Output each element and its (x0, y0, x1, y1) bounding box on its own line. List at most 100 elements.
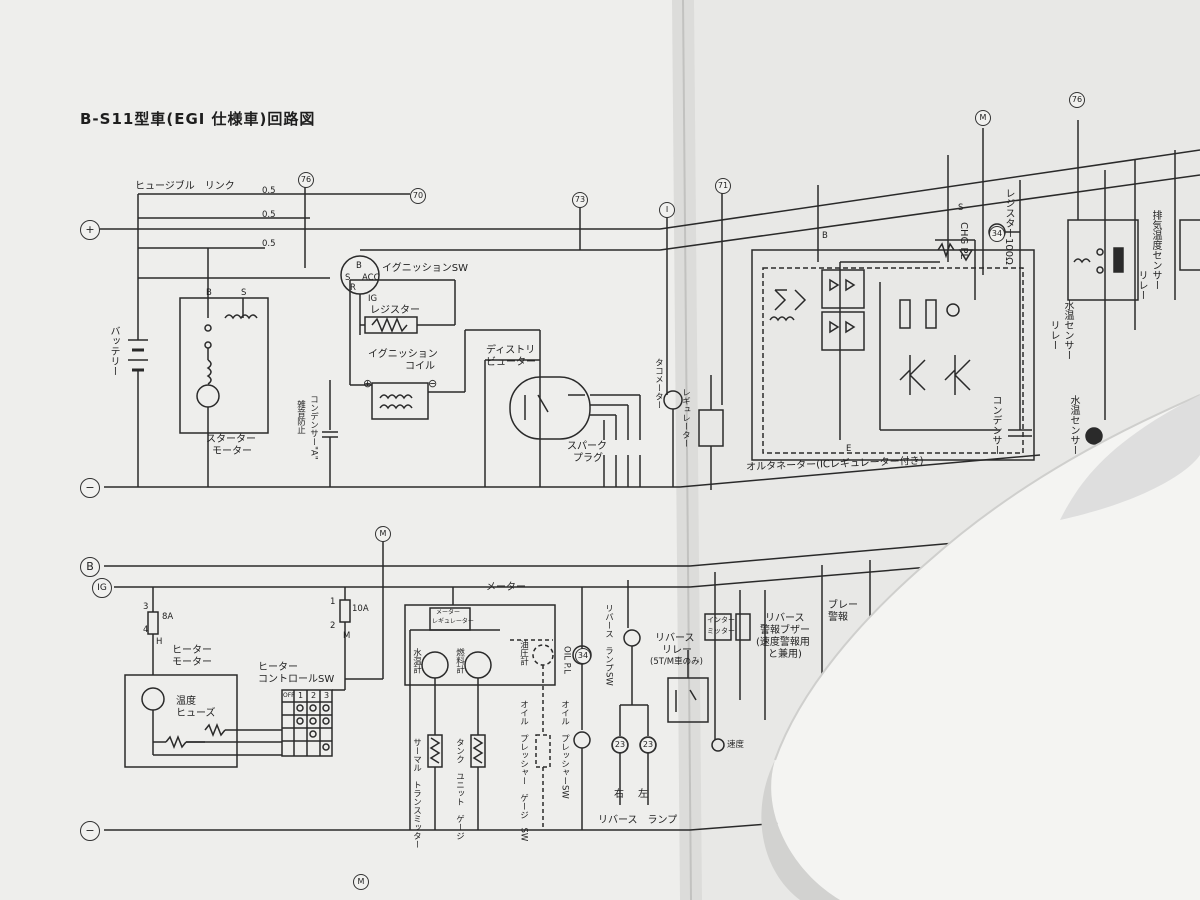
temp-fuse-label-1: 温度 (176, 696, 196, 707)
pin-3: 3 (143, 602, 149, 612)
fuse-value-1: 0.5 (262, 186, 276, 196)
bus-b-terminal: B (80, 557, 100, 577)
node-73: 73 (572, 192, 588, 208)
reverse-buzzer-label-4: と兼用) (768, 649, 802, 660)
chg-pl-label: CHG PL (958, 222, 969, 260)
fuse-value-3: 0.5 (262, 239, 276, 249)
negative-terminal-bottom: − (80, 821, 100, 841)
brake-label-1: ブレー (828, 600, 858, 611)
node-M-mid: M (375, 526, 391, 542)
tachometer-label: タコメーター (653, 358, 664, 409)
temp-fuse-label-2: ヒューズ (176, 708, 216, 719)
oil-pressure-sw-label: オイル プレッシャーSW (559, 700, 570, 799)
node-70: 70 (410, 188, 426, 204)
reverse-buzzer-label-1: リバース (765, 613, 805, 624)
thermal-transmitter-label: サーマル トランスミッター (411, 738, 422, 849)
coolant-sensor-label: 水温センサー (1068, 395, 1079, 455)
pin-m: M (343, 631, 351, 641)
node-M-top: M (975, 110, 991, 126)
sw-terminal-b: B (356, 261, 362, 271)
pin-4: 4 (143, 625, 149, 635)
alternator-terminal-e: E (846, 444, 852, 454)
heater-control-label-1: ヒーター (258, 662, 298, 673)
brake-label-2: 警報 (828, 612, 848, 623)
fusible-link-label: ヒュージブル リンク (135, 181, 235, 192)
positive-terminal: + (80, 220, 100, 240)
coolant-relay-label-1: 水温センサー (1062, 300, 1073, 360)
coolant-relay-label-2: リレー (1048, 320, 1059, 350)
alternator-terminal-b: B (822, 231, 828, 241)
resistor-label: レジスター (370, 305, 420, 316)
node-I: I (659, 202, 675, 218)
starter-terminal-s: S (241, 288, 247, 298)
alternator-terminal-s: S (958, 203, 964, 213)
oil-pressure-gauge-sw-label: オイル プレッシャー ゲージ SW (518, 700, 529, 842)
sw-terminal-r: R (350, 283, 356, 293)
pin-1: 1 (330, 597, 336, 607)
starter-label-1: スターター (206, 434, 256, 445)
starter-label-2: モーター (212, 446, 252, 457)
curled-page (771, 395, 1200, 900)
resistor-100-label: レジスター100Ω (1003, 188, 1014, 265)
oil-pl-label: OIL P.L (561, 646, 572, 674)
reverse-relay-label-3: (5T/M車のみ) (650, 657, 703, 667)
starter-terminal-b: B (206, 288, 212, 298)
reverse-relay-label-2: リレー (662, 645, 692, 656)
node-76-left: 76 (298, 172, 314, 188)
meter-regulator-label-2: レギュレーター (432, 618, 474, 625)
reverse-buzzer-label-2: 警報ブザー (760, 625, 810, 636)
top-circuit (100, 120, 1200, 490)
page-title: B-S11型車(EGI 仕様車)回路図 (80, 110, 316, 128)
node-M-bottom: M (353, 874, 369, 890)
left-label: 左 (638, 789, 648, 800)
fuse-8a: 8A (162, 612, 174, 622)
switch-header-1: 1 (298, 691, 304, 700)
fuel-gauge-label: 燃料計 (454, 648, 465, 674)
node-23-right: 23 (612, 737, 628, 753)
right-label: 右 (614, 789, 624, 800)
switch-header-2: 2 (311, 691, 317, 700)
negative-terminal-top: − (80, 478, 100, 498)
spark-plug-label-1: スパーク (567, 441, 607, 452)
inhibitor-label-2: ミッター (707, 627, 735, 635)
tank-unit-gauge-label: タンク ユニット ゲージ (454, 738, 465, 840)
meter-label: メーター (486, 582, 526, 593)
heater-control-label-2: コントロールSW (258, 674, 335, 685)
coil-minus: ⊖ (428, 377, 438, 390)
distributor-label-1: ディストリ (486, 345, 536, 356)
pin-2: 2 (330, 621, 336, 631)
heater-motor-label-1: ヒーター (172, 645, 212, 656)
reverse-lamp-label: リバース ランプ (598, 815, 678, 826)
oil-pressure-gauge-label: 油圧計 (518, 640, 529, 666)
sw-terminal-acc: ACC (362, 273, 380, 283)
node-71: 71 (715, 178, 731, 194)
fuse-value-2: 0.5 (262, 210, 276, 220)
condenser-label: コンデンサー (990, 395, 1001, 455)
exhaust-relay-label-1: 排気温度センサー (1150, 210, 1161, 290)
meter-regulator-label-1: メーター (436, 609, 461, 616)
inhibitor-label-1: インター (707, 616, 735, 624)
fuse-10a: 10A (352, 604, 369, 614)
reverse-relay-label-1: リバース (655, 633, 695, 644)
sw-terminal-ig: IG (368, 294, 378, 304)
heater-motor-label-2: モーター (172, 657, 212, 668)
reverse-buzzer-label-3: (速度警報用 (756, 637, 810, 648)
node-34-bottom: 34 (575, 648, 591, 664)
speed-label: 速度 (727, 740, 745, 750)
switch-header-off: OFF (283, 692, 295, 699)
switch-header-3: 3 (324, 691, 330, 700)
battery-label: バッテリー (108, 326, 119, 376)
reverse-lamp-sw-label: リバース ランプSW (603, 604, 614, 686)
regulator-small-label: レギュレーター (680, 388, 691, 448)
water-temp-gauge-label: 水温計 (411, 648, 422, 674)
distributor-label-2: ビューター (486, 357, 536, 368)
ignition-coil-label-1: イグニッション (368, 349, 438, 360)
node-34-top: 34 (989, 226, 1005, 242)
node-76-right: 76 (1069, 92, 1085, 108)
spark-plug-label-2: プラグ (573, 453, 603, 464)
exhaust-relay-label-2: リレー (1136, 270, 1147, 300)
ignition-coil-label-2: コイル (405, 361, 435, 372)
pin-h: H (156, 637, 163, 647)
